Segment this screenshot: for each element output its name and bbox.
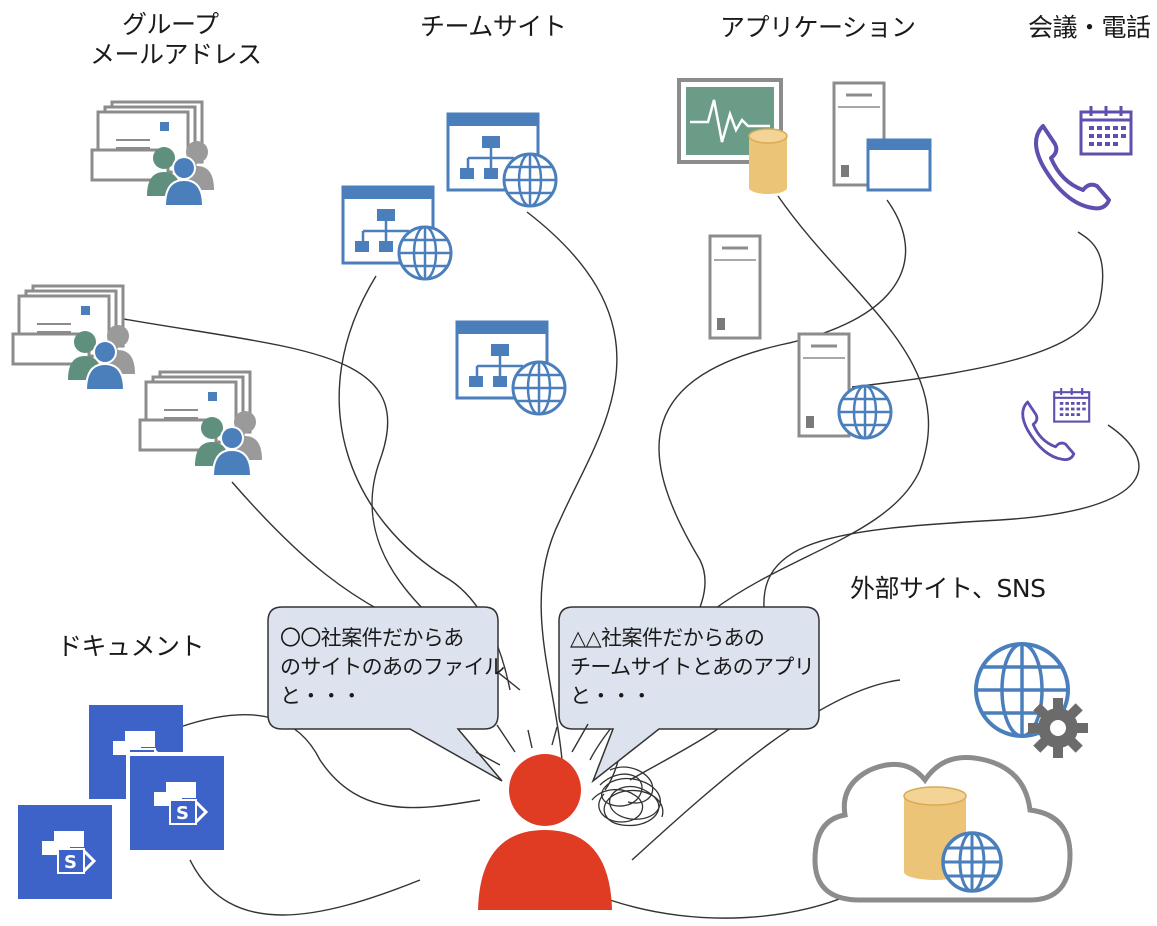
- confusion-scribble-icon: [591, 766, 664, 827]
- phone-calendar-icon-2: [1021, 386, 1091, 462]
- label-applications: アプリケーション: [720, 13, 916, 42]
- bubble-left-line1: 〇〇社案件だからあ: [280, 626, 464, 650]
- bubble-right-line3: と・・・: [570, 684, 652, 708]
- sharepoint-doc-icon-2: [16, 803, 114, 901]
- label-meetings-phone: 会議・電話: [1028, 13, 1151, 42]
- label-external-sites: 外部サイト、SNS: [850, 574, 1046, 603]
- bubble-right-line2: チームサイトとあのアプリ: [570, 655, 815, 679]
- user-person-icon: [475, 723, 612, 910]
- label-team-sites: チームサイト: [420, 12, 567, 41]
- group-mail-icon-2: [11, 284, 137, 392]
- server-icon: [708, 234, 762, 340]
- speech-bubble-left-shape: [267, 606, 503, 782]
- team-site-icon-2: [343, 187, 451, 279]
- speech-bubble-right: △△社案件だからあの チームサイトとあのアプリ と・・・: [570, 624, 815, 711]
- speech-bubble-right-shape: [558, 606, 820, 784]
- speech-bubble-left: 〇〇社案件だからあ のサイトのあのファイル と・・・: [280, 624, 505, 711]
- connection-lines: [117, 195, 1140, 919]
- group-mail-icon-1: [90, 100, 216, 208]
- sharepoint-doc-icon-3: [126, 752, 226, 852]
- emphasis-rays: [475, 723, 589, 766]
- bubble-left-line3: と・・・: [280, 684, 362, 708]
- phone-calendar-icon-1: [1034, 104, 1133, 211]
- label-group-line2: メールアドレス: [90, 40, 262, 69]
- cloud-external-icon: [812, 642, 1088, 903]
- label-documents: ドキュメント: [57, 632, 205, 661]
- team-site-icon-3: [457, 322, 565, 414]
- web-server-icon: [797, 332, 893, 440]
- server-window-icon: [832, 81, 932, 192]
- group-mail-icon-3: [138, 370, 264, 478]
- bubble-left-line2: のサイトのあのファイル: [280, 655, 505, 679]
- label-group-line1: グループ: [122, 10, 219, 39]
- team-site-icon-1: [448, 114, 556, 206]
- monitor-app-icon: [677, 78, 788, 194]
- gear-icon: [1028, 698, 1088, 758]
- bubble-right-line1: △△社案件だからあの: [570, 626, 765, 650]
